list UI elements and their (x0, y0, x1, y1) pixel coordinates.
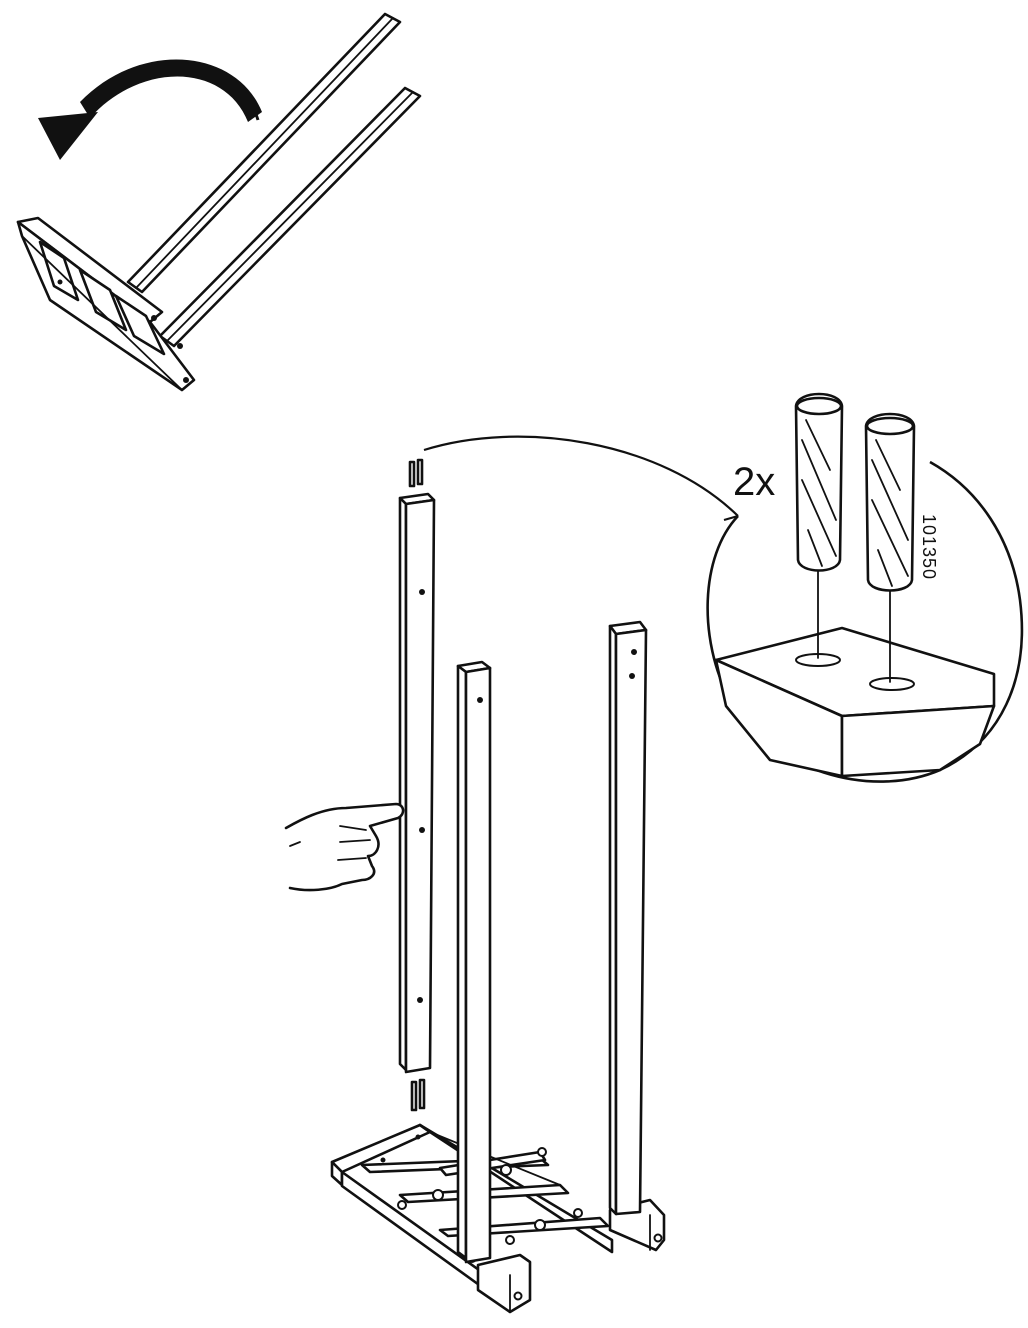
stand-illustration (330, 458, 666, 1314)
detail-callout (706, 460, 1024, 783)
curved-arrow-icon (38, 59, 262, 160)
quantity-label: 2x (733, 460, 776, 504)
wooden-dowel-icon (864, 412, 916, 592)
flip-frame-illustration (16, 12, 422, 392)
part-number-label: 101350 (919, 514, 939, 581)
wooden-dowel-icon (794, 392, 844, 572)
pointing-hand-icon (284, 802, 405, 892)
